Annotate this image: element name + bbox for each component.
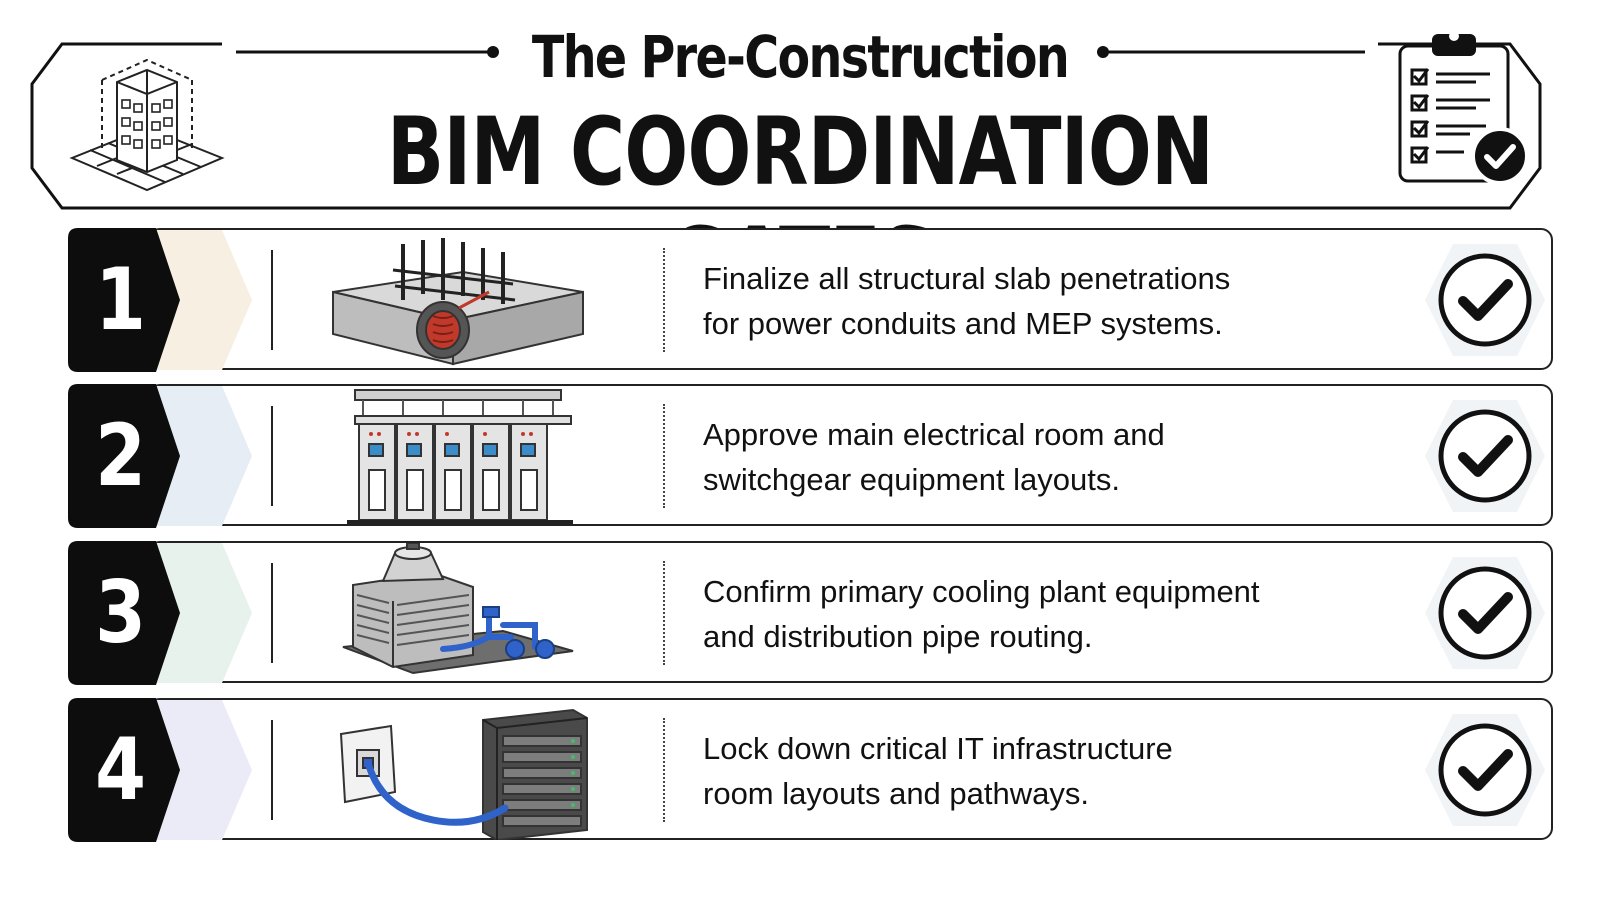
gate-description: Confirm primary cooling plant equipment …	[703, 569, 1403, 659]
gate-description-line: Lock down critical IT infrastructure	[703, 731, 1173, 766]
dotted-divider	[663, 561, 665, 665]
header-frame	[30, 42, 1542, 210]
server-rack-icon	[339, 708, 588, 840]
dotted-divider	[663, 718, 665, 822]
header-subtitle: The Pre-Construction	[531, 23, 1070, 91]
gate-row-1: 1 Finalize all structural slab penetrati…	[48, 228, 1553, 372]
gate-description-line: Confirm primary cooling plant equipment	[703, 574, 1260, 609]
check-circle-icon	[1425, 714, 1545, 826]
divider	[271, 406, 273, 506]
divider	[271, 250, 273, 350]
check-circle-icon	[1425, 244, 1545, 356]
gate-number: 1	[95, 250, 146, 350]
gate-description: Lock down critical IT infrastructure roo…	[703, 726, 1403, 816]
gate-row-3: 3 Confirm primary cooling plant equipmen…	[48, 541, 1553, 685]
slab-penetration-icon	[332, 238, 584, 366]
dotted-divider	[663, 248, 665, 352]
check-circle-icon	[1425, 400, 1545, 512]
dotted-divider	[663, 404, 665, 508]
divider	[271, 720, 273, 820]
switchgear-icon	[347, 389, 573, 524]
gate-description: Approve main electrical room and switchg…	[703, 412, 1403, 502]
gate-badge	[68, 228, 252, 372]
gate-description-line: and distribution pipe routing.	[703, 619, 1093, 654]
check-circle-icon	[1425, 557, 1545, 669]
cooling-plant-icon	[342, 543, 574, 675]
gate-badge	[68, 541, 252, 685]
gate-badge	[68, 384, 252, 528]
gate-description: Finalize all structural slab penetration…	[703, 256, 1403, 346]
gate-row-4: 4 Lock down critical IT infrastructure r…	[48, 698, 1553, 842]
gate-description-line: for power conduits and MEP systems.	[703, 306, 1223, 341]
gate-description-line: Finalize all structural slab penetration…	[703, 261, 1231, 296]
gate-number: 3	[95, 563, 146, 663]
gate-description-line: Approve main electrical room and	[703, 417, 1165, 452]
gate-description-line: switchgear equipment layouts.	[703, 462, 1121, 497]
gate-row-2: 2	[48, 384, 1553, 528]
gate-description-line: room layouts and pathways.	[703, 776, 1089, 811]
isometric-building-icon	[69, 58, 225, 192]
gate-badge	[68, 698, 252, 842]
gate-number: 2	[95, 406, 146, 506]
divider	[271, 563, 273, 663]
gate-number: 4	[95, 720, 146, 820]
clipboard-checklist-icon	[1398, 31, 1529, 185]
